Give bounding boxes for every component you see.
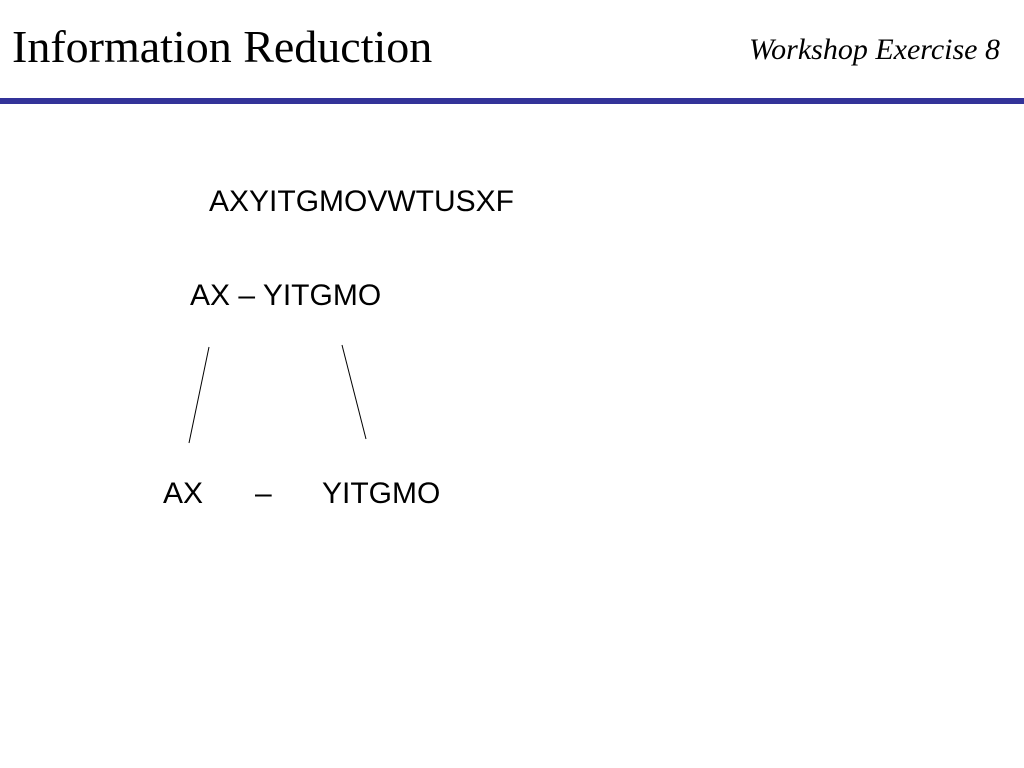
bottom-right-sequence: YITGMO [322, 477, 441, 510]
right-connector-line [341, 344, 367, 440]
header-rule [0, 98, 1024, 104]
split-sequence: AX – YITGMO [190, 279, 382, 312]
bottom-left-sequence: AX [163, 477, 204, 510]
bottom-dash: – [255, 477, 272, 510]
slide-title: Information Reduction [12, 21, 433, 72]
full-sequence: AXYITGMOVWTUSXF [209, 185, 515, 218]
left-connector-line [188, 346, 210, 444]
slide-subtitle: Workshop Exercise 8 [748, 33, 1000, 66]
